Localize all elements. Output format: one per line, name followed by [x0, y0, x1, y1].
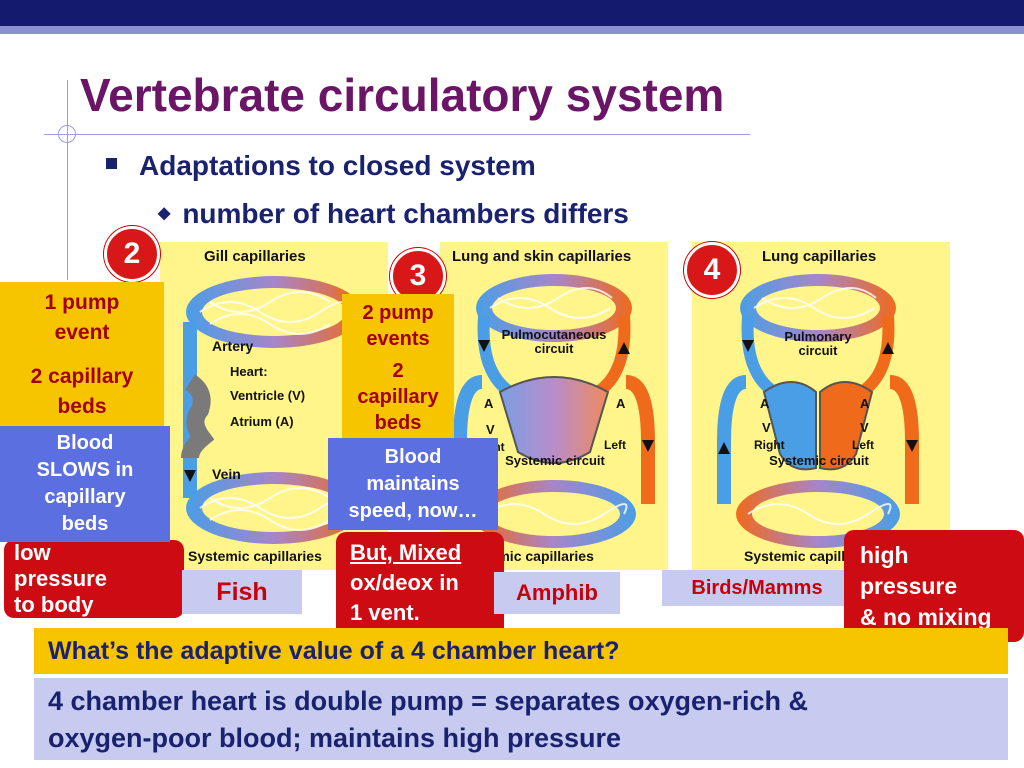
square-bullet-icon: [106, 158, 117, 170]
answer-line-1: 4 chamber heart is double pump = separat…: [48, 686, 808, 716]
fish-label-vein: Vein: [212, 466, 241, 482]
fish-pump-line-4: beds: [57, 395, 107, 418]
amphib-blood-line-1: Blood: [384, 446, 442, 468]
birds-circulation-diagram: [717, 274, 919, 548]
birds-top-label: Lung capillaries: [762, 248, 877, 265]
fish-blood-line-1: Blood: [56, 432, 114, 454]
header-bar-accent: [0, 26, 1024, 34]
birds-pressure-line-3: & no mixing: [860, 604, 992, 630]
bullet-level-1-text: Adaptations to closed system: [139, 150, 536, 181]
birds-chamber-a-right: A: [860, 396, 870, 411]
amphib-name-label: Amphib: [494, 572, 620, 614]
fish-top-label: Gill capillaries: [204, 248, 306, 265]
fish-pressure-callout: low pressure to body: [4, 540, 184, 618]
crosshair-icon: [58, 125, 76, 143]
diamond-bullet-icon: ◆: [158, 204, 171, 222]
guide-line-horizontal: [44, 134, 750, 135]
question-box: What’s the adaptive value of a 4 chamber…: [34, 628, 1008, 674]
fish-label-heart: Heart:: [230, 364, 268, 379]
amphib-label-left: Left: [604, 438, 626, 452]
fish-pump-line-1: 1 pump: [44, 291, 120, 314]
birds-label-right: Right: [754, 438, 785, 452]
amphib-mixed-callout: But, Mixed ox/deox in 1 vent.: [336, 532, 504, 638]
birds-diagram-panel: Lung capillaries Pulmonary circuit A A V…: [692, 242, 950, 570]
amphib-mixed-line-1: But, Mixed: [350, 540, 462, 565]
birds-chamber-a-left: A: [760, 396, 770, 411]
amphib-pump-callout: 2 pump events 2 capillary beds: [342, 294, 454, 444]
bullet-level-2: ◆ number of heart chambers differs: [158, 198, 629, 230]
birds-chamber-v-left: V: [762, 420, 771, 435]
amphib-pump-line-4: capillary: [357, 386, 439, 408]
birds-label-left: Left: [852, 438, 874, 452]
answer-box: 4 chamber heart is double pump = separat…: [34, 678, 1008, 760]
amphib-mixed-line-2: ox/deox in: [350, 570, 459, 595]
amphib-chamber-a-left: A: [484, 396, 494, 411]
guide-line-vertical: [67, 80, 68, 280]
fish-bottom-label: Systemic capillaries: [188, 548, 322, 564]
fish-label-artery: Artery: [212, 338, 254, 354]
birds-pressure-line-1: high: [860, 542, 909, 568]
chamber-count-badge-fish: 2: [104, 226, 160, 282]
bullet-level-2-text: number of heart chambers differs: [182, 198, 629, 229]
fish-pump-callout: 1 pump event 2 capillary beds: [0, 282, 164, 432]
fish-blood-line-4: beds: [61, 513, 109, 535]
fish-pressure-line-3: to body: [14, 592, 94, 617]
amphib-pump-line-3: 2: [392, 360, 404, 382]
fish-pressure-line-1: low: [14, 540, 51, 565]
birds-pressure-callout: high pressure & no mixing: [844, 530, 1024, 642]
amphib-pump-line-2: events: [366, 328, 430, 350]
answer-line-2: oxygen-poor blood; maintains high pressu…: [48, 723, 622, 753]
birds-pressure-line-2: pressure: [860, 573, 958, 599]
birds-chamber-v-right: V: [860, 420, 869, 435]
header-bar: [0, 0, 1024, 26]
bullet-level-1: Adaptations to closed system: [106, 150, 536, 182]
amphib-circuit-top: Pulmocutaneous circuit: [501, 327, 607, 356]
slide-title: Vertebrate circulatory system: [80, 69, 725, 121]
amphib-top-label: Lung and skin capillaries: [452, 248, 632, 265]
fish-blood-callout: Blood SLOWS in capillary beds: [0, 426, 170, 542]
amphib-circulation-diagram: [453, 274, 655, 548]
chamber-count-badge-birds: 4: [684, 242, 740, 298]
amphib-blood-callout: Blood maintains speed, now…: [328, 438, 498, 530]
amphib-mixed-line-3: 1 vent.: [350, 600, 420, 625]
fish-pressure-line-2: pressure: [14, 566, 107, 591]
amphib-pump-line-1: 2 pump: [362, 302, 434, 324]
fish-pump-line-3: 2 capillary: [30, 365, 134, 388]
fish-blood-line-3: capillary: [44, 486, 126, 508]
fish-pump-line-2: event: [54, 321, 110, 344]
fish-name-label: Fish: [182, 570, 302, 614]
amphib-blood-line-2: maintains: [366, 473, 460, 495]
birds-circuit-bottom: Systemic circuit: [769, 453, 869, 468]
fish-label-atrium: Atrium (A): [230, 414, 294, 429]
birds-circuit-top: Pulmonary circuit: [784, 329, 852, 358]
amphib-chamber-a-right: A: [616, 396, 626, 411]
amphib-blood-line-3: speed, now…: [348, 500, 478, 522]
fish-label-ventricle: Ventricle (V): [230, 388, 306, 403]
amphib-pump-line-5: beds: [374, 412, 422, 434]
amphib-circuit-bottom: Systemic circuit: [505, 453, 605, 468]
birds-name-label: Birds/Mamms: [662, 570, 852, 606]
fish-blood-line-2: SLOWS in: [36, 459, 134, 481]
amphib-chamber-v: V: [486, 422, 495, 437]
